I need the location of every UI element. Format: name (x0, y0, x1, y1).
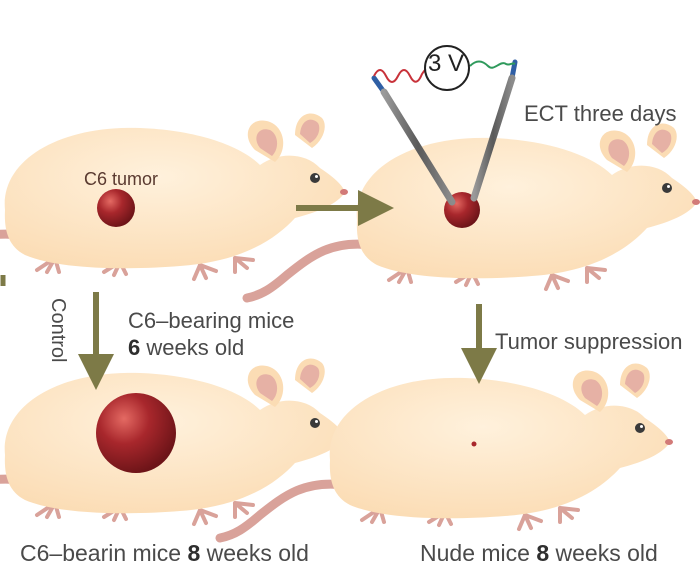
voltage-source (424, 45, 470, 91)
bearing-line-1: C6–bearing mice (128, 308, 295, 333)
tumor-label: C6 tumor (84, 169, 159, 189)
bearing-mice-label: C6–bearing mice 6 weeks old (128, 307, 294, 361)
wire-green (469, 60, 516, 69)
tumor-small (97, 189, 135, 227)
control-label: Control (47, 298, 69, 363)
ect-label: ECT three days (524, 101, 677, 126)
mouse-top-left (0, 113, 348, 288)
caption-left-number: 8 (187, 540, 201, 566)
electrode-left (371, 75, 456, 206)
tumor-trace (471, 441, 477, 447)
bearing-age-number: 6 (128, 335, 141, 360)
wire-red (373, 66, 435, 83)
caption-bottom-left: C6–bearin mice 8 weeks old (20, 542, 309, 565)
caption-right-number: 8 (536, 540, 550, 566)
caption-right-pre: Nude mice (420, 540, 537, 566)
caption-left-post: weeks old (200, 540, 309, 566)
tumor-suppression-label: Tumor suppression (495, 329, 683, 354)
caption-left-pre: C6–bearin mice (20, 540, 188, 566)
caption-right-post: weeks old (549, 540, 658, 566)
tumor-large (96, 393, 176, 473)
bearing-age-unit: weeks old (140, 335, 245, 360)
mouse-bottom-left (0, 358, 348, 533)
bearing-line-2: 6 weeks old (128, 334, 294, 361)
voltage-label: 3 V (427, 50, 465, 77)
caption-bottom-right: Nude mice 8 weeks old (420, 542, 658, 565)
